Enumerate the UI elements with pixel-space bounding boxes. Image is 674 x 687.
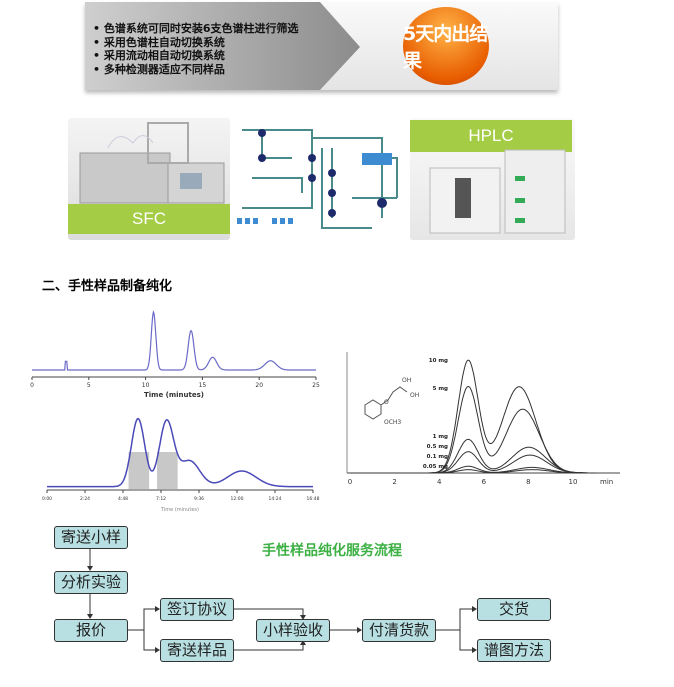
step-send-samples: 寄送样品: [160, 639, 234, 662]
step-sign-agreement: 签订协议: [160, 598, 234, 621]
chart2-tick-label: 16:48: [307, 496, 320, 502]
step-delivery: 交货: [477, 598, 551, 621]
molecule-ring-icon: [364, 399, 382, 420]
sfc-instrument-icon: [79, 122, 225, 204]
step-send-small-sample: 寄送小样: [54, 526, 128, 549]
chart1-tick-label: 5: [87, 382, 91, 389]
result-badge: 5天内出结果: [403, 7, 489, 85]
structure-label: OH: [402, 377, 411, 384]
feature-item: 多种检测器适应不同样品: [93, 63, 299, 77]
chart1-tick-label: 0: [30, 382, 34, 389]
feature-item: 色谱系统可同时安装6支色谱柱进行筛选: [93, 22, 299, 36]
chart3-series-label: 0.05 mg: [423, 464, 448, 470]
chart3-tick-label: 10: [569, 478, 578, 486]
chart3-series-label: 0.1 mg: [427, 454, 448, 460]
system-schematic: [232, 118, 405, 240]
chart3-tick-label: 6: [482, 478, 487, 486]
feature-item: 采用色谱柱自动切换系统: [93, 36, 299, 50]
hplc-instrument-image: HPLC: [410, 118, 575, 240]
chart1-tick-label: 15: [199, 382, 207, 389]
chart3-series-label: 1 mg: [433, 434, 448, 440]
chart3-series-label: 5 mg: [433, 386, 448, 392]
chart2-tick-label: 12:00: [231, 496, 244, 502]
section-heading: 二、手性样品制备纯化: [42, 279, 173, 294]
flow-schematic-icon: [237, 129, 398, 229]
step-quote: 报价: [54, 619, 128, 642]
sfc-label: SFC: [68, 204, 230, 234]
chart2-tick-label: 7:12: [156, 496, 166, 502]
chart1-trace: [32, 309, 316, 371]
chart1-tick-label: 25: [312, 382, 320, 389]
chart3-xlabel: min: [600, 478, 613, 486]
chart2-xlabel: Time (minutes): [160, 507, 199, 513]
chart2-tick-label: 14:24: [269, 496, 282, 502]
chart3-series-5: [350, 469, 596, 474]
chart3-series-label: 10 mg: [429, 358, 448, 364]
chart2-tick-label: 0:00: [42, 496, 52, 502]
step-analysis: 分析实验: [54, 571, 128, 594]
structure-label: OH: [410, 392, 419, 399]
chart2-trace: [47, 417, 313, 488]
chart1-tick-label: 20: [255, 382, 263, 389]
chart2-tick-label: 9:36: [194, 496, 204, 502]
sfc-instrument-image: SFC: [68, 118, 230, 240]
chart3-tick-label: 0: [348, 478, 352, 486]
chart3-tick-label: 4: [437, 478, 442, 486]
structure-label: OCH3: [384, 419, 401, 426]
chart2-tick-label: 4:48: [118, 496, 128, 502]
chart3-tick-label: 8: [526, 478, 530, 486]
fraction-collection-band: [128, 452, 150, 489]
chart1-xlabel: Time (minutes): [144, 391, 204, 399]
step-spectra-method: 谱图方法: [477, 639, 551, 662]
flow-title: 手性样品纯化服务流程: [262, 543, 402, 559]
feature-banner: 色谱系统可同时安装6支色谱柱进行筛选 采用色谱柱自动切换系统 采用流动相自动切换…: [85, 2, 558, 90]
hplc-label: HPLC: [410, 120, 572, 152]
feature-arrow-panel: 色谱系统可同时安装6支色谱柱进行筛选 采用色谱柱自动切换系统 采用流动相自动切换…: [85, 2, 360, 90]
molecule-chain-icon: [380, 386, 408, 406]
feature-list: 色谱系统可同时安装6支色谱柱进行筛选 采用色谱柱自动切换系统 采用流动相自动切换…: [93, 22, 299, 76]
chart3-tick-label: 2: [392, 478, 396, 486]
step-sample-acceptance: 小样验收: [256, 619, 330, 642]
chart2-tick-label: 2:24: [80, 496, 90, 502]
structure-label: O: [384, 399, 389, 406]
fraction-collection-band: [157, 452, 178, 489]
hplc-instrument-icon: [429, 149, 566, 234]
feature-item: 采用流动相自动切换系统: [93, 49, 299, 63]
chart3-series-label: 0.5 mg: [427, 444, 448, 450]
chart1-tick-label: 10: [142, 382, 150, 389]
step-payment: 付清货款: [362, 619, 436, 642]
